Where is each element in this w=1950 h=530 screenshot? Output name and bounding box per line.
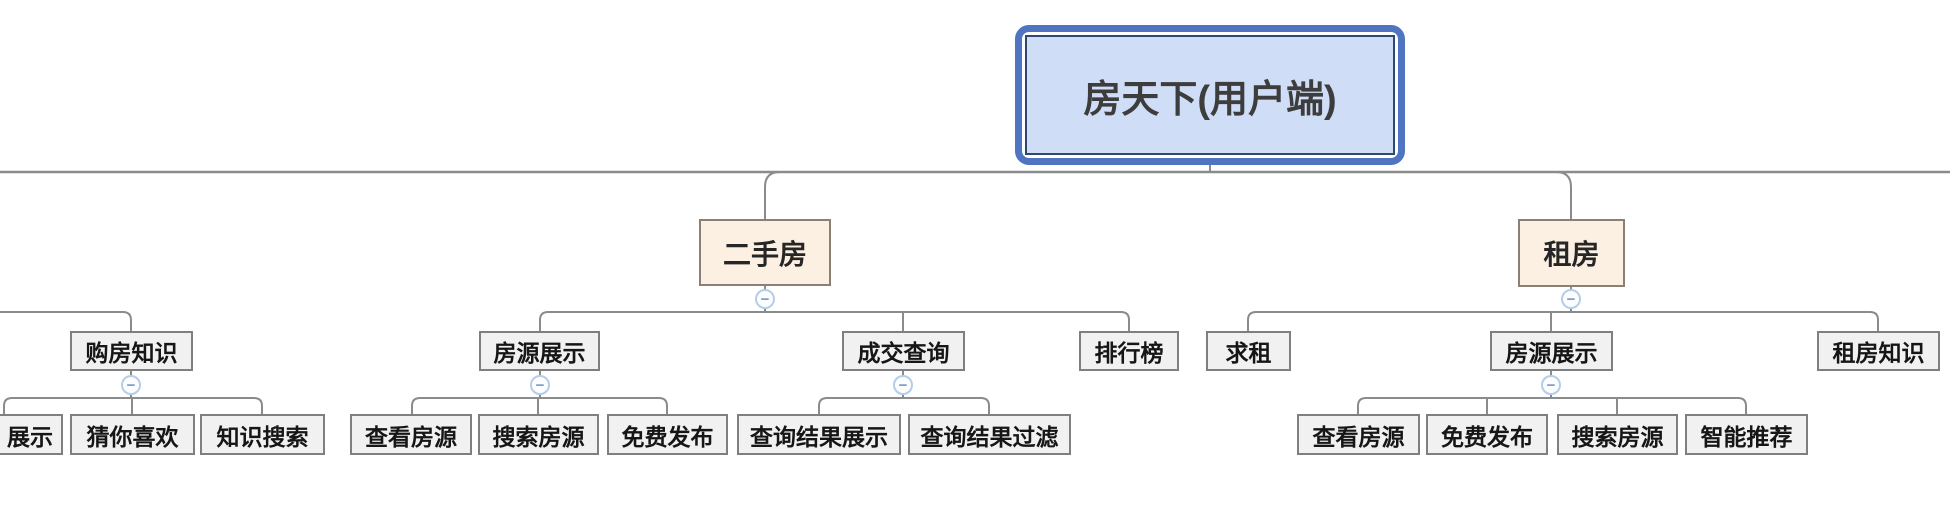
node-query-result-filter[interactable]: 查询结果过滤 [908,414,1071,455]
node-second-hand-label: 二手房 [722,238,807,270]
collapse-icon-purchase-knowledge[interactable]: − [121,375,141,395]
node-zf-search-listings-label: 搜索房源 [1571,423,1664,450]
node-esf-listing-display[interactable]: 房源展示 [479,331,600,371]
node-purchase-knowledge-label: 购房知识 [85,340,178,366]
connector-deal-query-children-rail [818,397,990,414]
node-rental-label: 租房 [1543,239,1600,270]
node-zf-free-publish[interactable]: 免费发布 [1426,414,1548,455]
node-deal-query[interactable]: 成交查询 [842,331,965,371]
connector-second-hand [764,171,781,219]
node-ranking-label: 排行榜 [1094,340,1164,366]
node-ranking[interactable]: 排行榜 [1079,331,1179,371]
collapse-icon-rental[interactable]: − [1561,289,1581,309]
node-esf-view-listings-label: 查看房源 [365,423,457,450]
node-display-clipped[interactable]: 展示 [0,414,63,455]
node-rental-knowledge[interactable]: 租房知识 [1817,331,1940,371]
node-second-hand[interactable]: 二手房 [699,219,831,286]
node-guess-you-like-label: 猜你喜欢 [86,423,179,450]
node-knowledge-search[interactable]: 知识搜索 [200,414,325,455]
connector-rental [1555,171,1572,219]
node-guess-you-like[interactable]: 猜你喜欢 [70,414,195,455]
node-esf-listing-display-label: 房源展示 [493,340,586,366]
collapse-icon-deal-query[interactable]: − [893,375,913,395]
node-esf-free-publish-label: 免费发布 [621,423,714,450]
node-knowledge-search-label: 知识搜索 [216,423,309,450]
node-esf-view-listings[interactable]: 查看房源 [350,414,472,455]
connector-zf-listing-children-rail [1357,397,1747,414]
node-rent-request[interactable]: 求租 [1206,331,1291,371]
node-display-clipped-label: 展示 [7,423,53,450]
node-esf-free-publish[interactable]: 免费发布 [607,414,728,455]
node-zf-view-listings[interactable]: 查看房源 [1297,414,1420,455]
node-root[interactable]: 房天下(用户端) [1015,25,1405,165]
node-rental[interactable]: 租房 [1518,219,1625,287]
node-root-label: 房天下(用户端) [1083,78,1337,121]
collapse-icon-second-hand[interactable]: − [755,289,775,309]
node-smart-recommend-label: 智能推荐 [1700,423,1793,450]
node-rent-request-label: 求租 [1225,340,1272,366]
node-esf-search-listings[interactable]: 搜索房源 [478,414,599,455]
node-rental-knowledge-label: 租房知识 [1832,340,1925,366]
node-root-box: 房天下(用户端) [1025,35,1395,155]
collapse-icon-esf-listing-display[interactable]: − [530,375,550,395]
node-purchase-knowledge[interactable]: 购房知识 [70,331,193,371]
node-zf-search-listings[interactable]: 搜索房源 [1557,414,1678,455]
node-query-result-display[interactable]: 查询结果展示 [737,414,901,455]
connector-left-branch-rail [0,311,132,331]
node-zf-free-publish-label: 免费发布 [1441,423,1533,450]
node-zf-listing-display-label: 房源展示 [1505,340,1598,366]
node-zf-view-listings-label: 查看房源 [1312,423,1405,450]
connector-esf-listing-children-rail [411,397,668,414]
node-zf-listing-display[interactable]: 房源展示 [1490,331,1613,371]
node-query-result-filter-label: 查询结果过滤 [920,423,1059,450]
connector-second-hand-children-rail [539,311,1130,331]
collapse-icon-zf-listing-display[interactable]: − [1541,375,1561,395]
node-deal-query-label: 成交查询 [857,340,950,366]
node-query-result-display-label: 查询结果展示 [750,423,888,450]
node-esf-search-listings-label: 搜索房源 [492,423,585,450]
node-smart-recommend[interactable]: 智能推荐 [1685,414,1808,455]
connector-rental-children-rail [1247,311,1879,331]
